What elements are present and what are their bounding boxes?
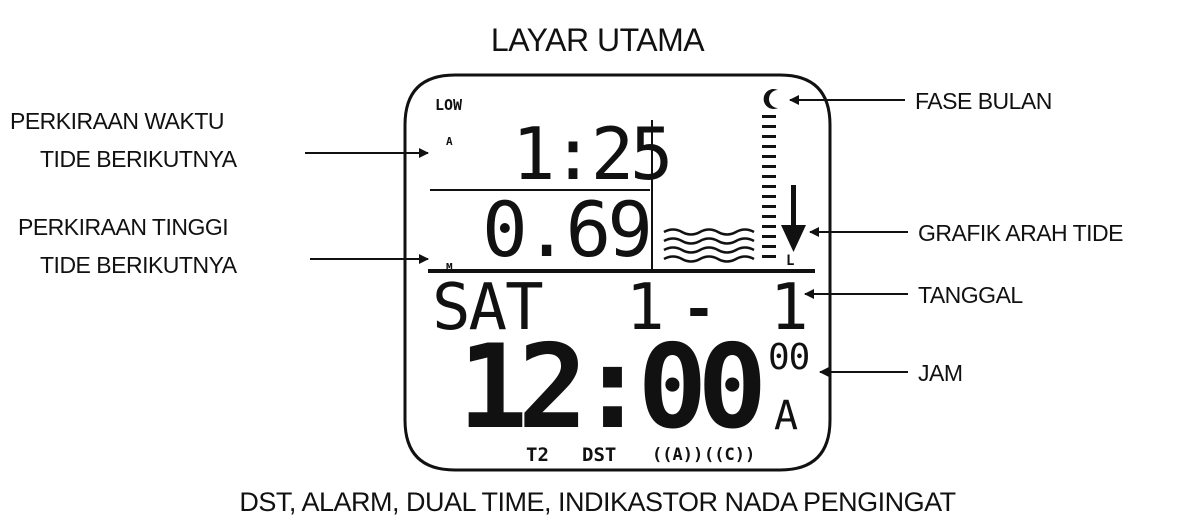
indicator-t2: T2 — [526, 446, 549, 465]
date-day: 1 — [770, 276, 809, 340]
tide-level-mark: L — [786, 254, 794, 268]
indicator-alarm: ((A)) — [652, 447, 703, 464]
tide-time-unit: A — [446, 136, 453, 147]
clock-am-pm: A — [774, 396, 798, 436]
next-tide-height-value: 0.69 — [482, 192, 649, 268]
clock-time: 12:00 — [458, 330, 757, 446]
tide-bar-segments — [762, 115, 776, 258]
clock-seconds: 00 — [768, 340, 809, 376]
tide-state-indicator: LOW — [435, 98, 462, 113]
diagram-footer: DST, ALARM, DUAL TIME, INDIKASTOR NADA P… — [0, 487, 1195, 518]
indicator-chime: ((C)) — [704, 447, 755, 464]
indicator-dst: DST — [582, 446, 616, 465]
next-tide-time-value: 1:25 — [512, 118, 669, 190]
